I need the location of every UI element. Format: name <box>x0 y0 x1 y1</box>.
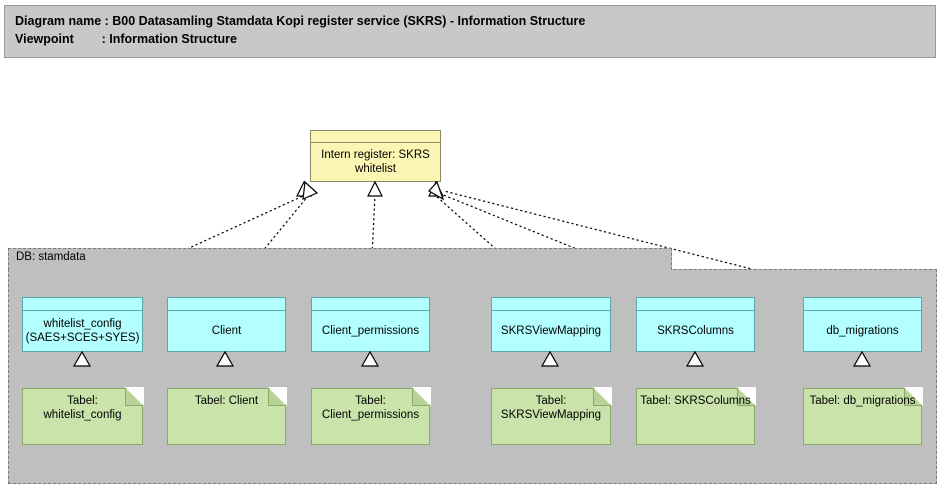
hollow-triangle-arrowhead-icon <box>302 180 319 200</box>
artifact-tabel-skrsviewmapping[interactable]: Tabel: SKRSViewMapping <box>491 387 612 445</box>
hollow-triangle-arrowhead-icon <box>296 180 312 197</box>
artifact-tabel-whitelist-config[interactable]: Tabel: whitelist_config <box>22 387 144 445</box>
data-object-label: Client_permissions <box>321 325 420 337</box>
artifact-body <box>167 388 286 445</box>
data-object-label: SKRSColumns <box>657 325 734 337</box>
data-object-whitelist-config[interactable]: whitelist_config (SAES+SCES+SYES) <box>22 297 143 352</box>
data-object-label: whitelist_config (SAES+SCES+SYES) <box>25 318 140 344</box>
diagram-title-banner: Diagram name : B00 Datasamling Stamdata … <box>4 5 936 58</box>
artifact-label: Tabel: whitelist_config <box>43 395 122 421</box>
artifact-label: Tabel: SKRSColumns <box>640 395 751 407</box>
hollow-triangle-arrowhead-icon <box>428 180 445 201</box>
hollow-triangle-arrowhead-icon <box>367 180 383 197</box>
realization-arrowheads-register <box>296 180 445 201</box>
data-object-skrscolumns[interactable]: SKRSColumns <box>636 297 755 352</box>
data-object-label: db_migrations <box>826 325 899 337</box>
data-object-label: SKRSViewMapping <box>500 325 602 337</box>
group-db-stamdata-seam <box>9 268 671 271</box>
artifact-tabel-client-permissions[interactable]: Tabel: Client_permissions <box>311 387 431 445</box>
artifact-body <box>22 388 143 445</box>
data-object-label: Client <box>211 325 242 337</box>
data-object-db-migrations[interactable]: db_migrations <box>803 297 922 352</box>
artifact-label: Tabel: Client <box>194 395 259 407</box>
data-object-skrsviewmapping[interactable]: SKRSViewMapping <box>491 297 611 352</box>
artifact-body <box>311 388 430 445</box>
data-object-header-strip <box>492 298 610 311</box>
artifact-tabel-skrscolumns[interactable]: Tabel: SKRSColumns <box>636 387 756 445</box>
artifact-label: Tabel: SKRSViewMapping <box>500 395 602 421</box>
data-object-client-permissions[interactable]: Client_permissions <box>311 297 430 352</box>
artifact-body <box>491 388 611 445</box>
group-db-stamdata-label: DB: stamdata <box>16 251 86 263</box>
data-object-header-strip <box>23 298 142 311</box>
diagram-name-line: Diagram name : B00 Datasamling Stamdata … <box>15 14 586 28</box>
artifact-tabel-db-migrations[interactable]: Tabel: db_migrations <box>803 387 923 445</box>
group-db-stamdata-tab[interactable] <box>8 248 672 270</box>
artifact-tabel-client[interactable]: Tabel: Client <box>167 387 287 445</box>
data-object-client[interactable]: Client <box>167 297 286 352</box>
artifact-label: Tabel: Client_permissions <box>321 395 420 421</box>
data-object-header-strip <box>168 298 285 311</box>
hollow-triangle-arrowhead-icon <box>428 180 444 197</box>
artifact-body <box>803 388 922 445</box>
business-object-label: Intern register: SKRS whitelist <box>321 149 430 175</box>
viewpoint-line: Viewpoint : Information Structure <box>15 32 238 46</box>
group-db-stamdata-body[interactable] <box>8 269 937 484</box>
data-object-header-strip <box>312 298 429 311</box>
artifact-body <box>636 388 755 445</box>
business-object-intern-register-skrs-whitelist[interactable]: Intern register: SKRS whitelist <box>310 130 441 182</box>
artifact-label: Tabel: db_migrations <box>809 395 916 407</box>
data-object-header-strip <box>637 298 754 311</box>
business-object-header-strip <box>311 131 440 143</box>
data-object-header-strip <box>804 298 921 311</box>
